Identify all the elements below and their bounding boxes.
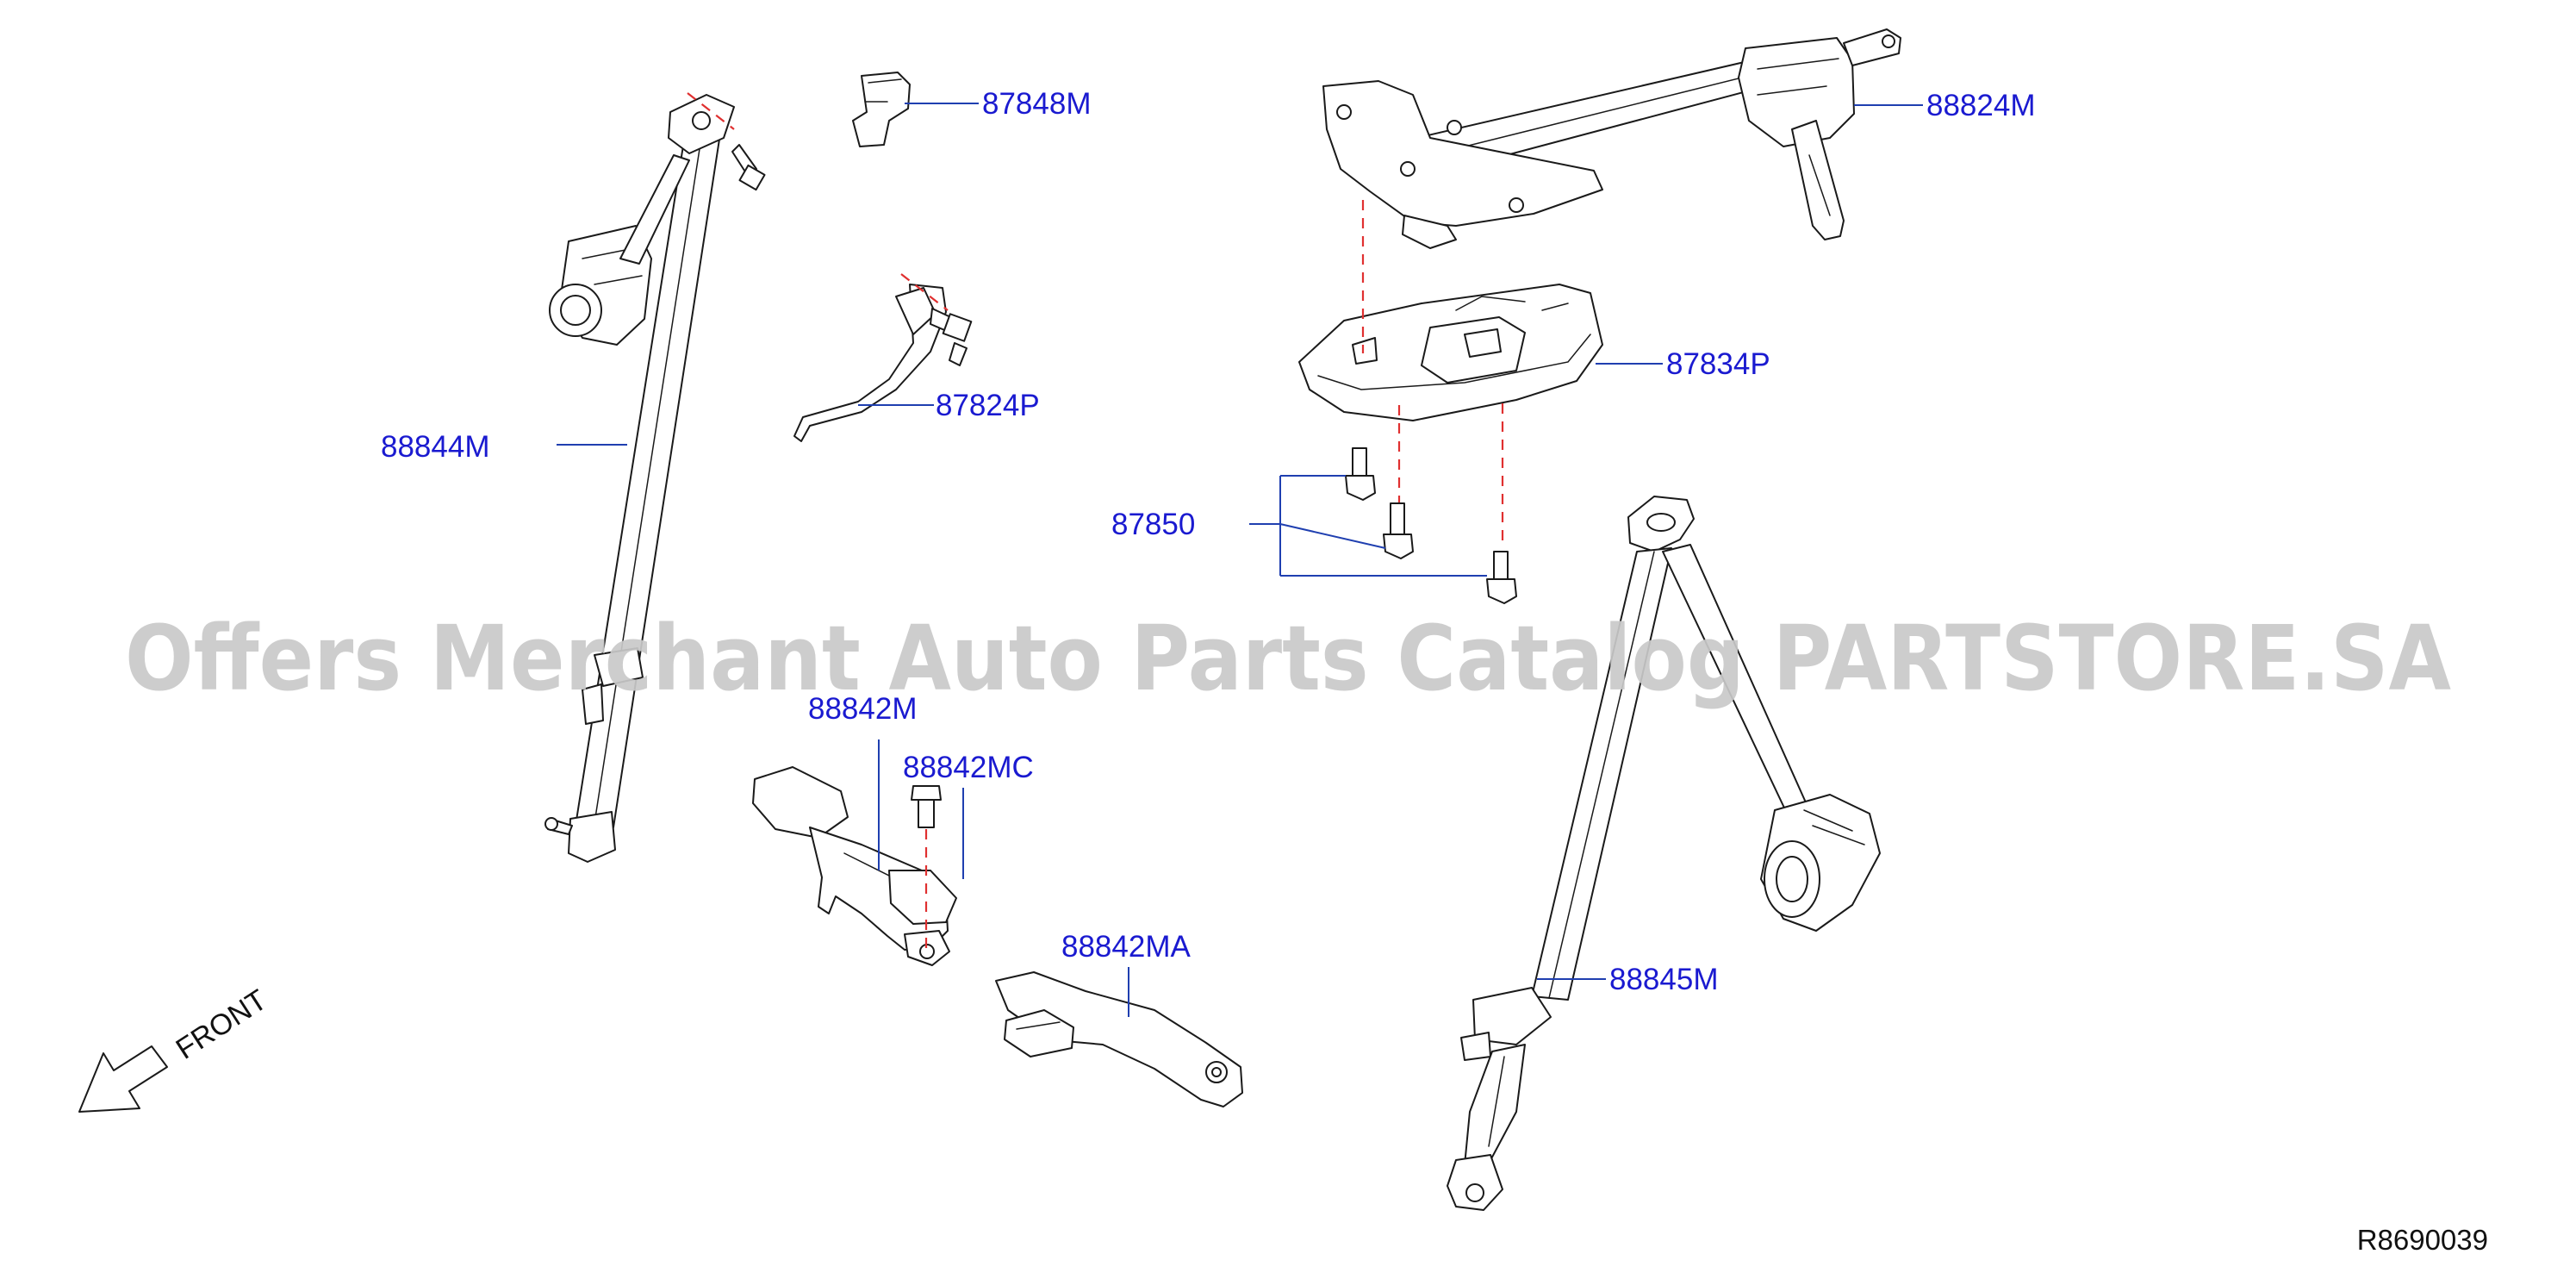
part-87848M-drawing — [852, 72, 911, 147]
label-88824M: 88824M — [1926, 89, 2035, 122]
label-87824P: 87824P — [936, 389, 1040, 422]
label-87834P: 87834P — [1666, 347, 1770, 381]
part-87834P-drawing — [1298, 284, 1603, 421]
label-88845M: 88845M — [1609, 963, 1718, 996]
front-direction-indicator: FRONT — [78, 983, 273, 1113]
label-88844M: 88844M — [381, 430, 489, 464]
leader-lines — [557, 103, 1923, 1017]
part-87850-drawing — [1345, 447, 1517, 604]
front-arrow-icon — [78, 1045, 168, 1113]
part-88844M-drawing — [544, 94, 766, 863]
part-88842M-drawing — [752, 766, 957, 966]
reference-code: R8690039 — [2357, 1224, 2488, 1256]
front-label: FRONT — [171, 983, 273, 1066]
part-88824M-drawing — [1322, 28, 1901, 249]
label-88842M: 88842M — [808, 692, 917, 726]
label-88842MC: 88842MC — [903, 751, 1034, 784]
part-88845M-drawing — [1447, 496, 1881, 1211]
part-87824P-drawing — [793, 284, 973, 442]
part-88842MA-drawing — [995, 971, 1243, 1107]
watermark: Offers Merchant Auto Parts Catalog PARTS… — [125, 606, 2451, 711]
label-87850: 87850 — [1111, 508, 1195, 541]
centerline-87824P — [900, 273, 949, 311]
label-87848M: 87848M — [982, 87, 1091, 121]
centerline-88844M — [687, 92, 735, 130]
label-88842MA: 88842MA — [1061, 930, 1191, 964]
leader-87850 — [1249, 475, 1487, 577]
